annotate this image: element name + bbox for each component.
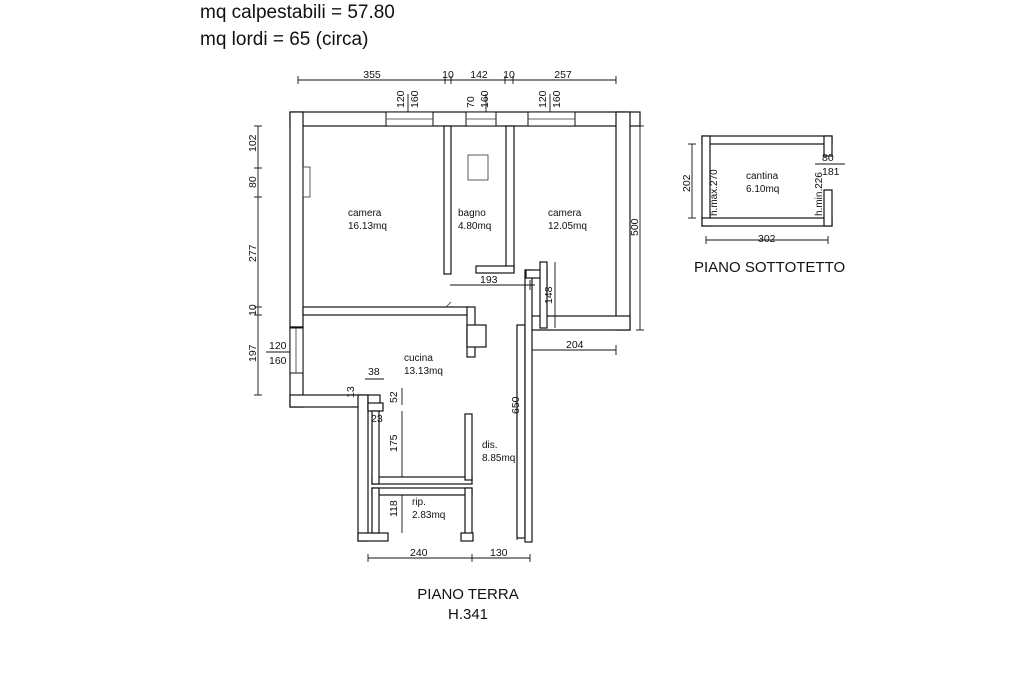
cantina-hmin: h.min.226 [814,172,825,216]
room-dis-name: dis. [482,440,498,451]
cantina-dim-302: 302 [758,233,776,245]
window-dim-160-b: 160 [479,90,491,108]
room-cucina-name: cucina [404,353,433,364]
dim-118: 118 [388,500,400,517]
dim-102: 102 [247,134,259,152]
dim-80: 80 [247,176,259,188]
left-window-120: 120 [269,340,287,352]
cantina-plan [688,135,845,244]
dim-277: 277 [247,244,259,262]
dim-500: 500 [629,218,641,236]
dim-148: 148 [543,286,555,304]
dim-193: 193 [480,274,498,286]
lordi-area: mq lordi = 65 (circa) [200,29,369,50]
room-dis-area: 8.85mq [482,453,515,464]
piano-terra-title: PIANO TERRA [417,586,519,603]
dimension-lines [254,76,644,562]
left-window-160: 160 [269,355,287,367]
cantina-dim-80: 80 [822,152,834,164]
room-cantina-area: 6.10mq [746,184,779,195]
calpestabili-area: mq calpestabili = 57.80 [200,2,395,23]
dim-23: 23 [371,413,383,425]
piano-sottotetto-title: PIANO SOTTOTETTO [694,259,846,276]
dim-10-left: 10 [247,304,259,316]
window-dim-160-a: 160 [409,90,421,108]
room-rip-area: 2.83mq [412,510,445,521]
window-dim-120-b: 120 [537,90,549,108]
dim-175: 175 [388,434,400,452]
main-plan-walls [289,111,641,543]
dim-142: 142 [470,69,488,81]
room-cantina-name: cantina [746,171,779,182]
room-camera-right-name: camera [548,208,582,219]
room-bagno-name: bagno [458,208,486,219]
window-dim-120-a: 120 [395,90,407,108]
dim-52: 52 [388,391,400,403]
room-camera-right-area: 12.05mq [548,221,587,232]
dim-10-a: 10 [442,69,454,81]
cantina-dim-181: 181 [822,166,840,178]
windows [289,111,576,374]
room-cucina-area: 13.13mq [404,366,443,377]
dim-355: 355 [363,69,381,81]
height-label: H.341 [447,606,489,623]
room-bagno-area: 4.80mq [458,221,491,232]
dim-197: 197 [247,344,259,362]
dim-38: 38 [368,366,380,378]
room-rip-name: rip. [412,497,426,508]
dim-650: 650 [510,396,522,414]
dim-130: 130 [490,547,508,559]
window-dim-160-c: 160 [551,90,563,108]
dim-240: 240 [410,547,428,559]
window-dim-70: 70 [465,96,477,108]
dim-10-b: 10 [503,69,515,81]
dim-13: 13 [345,386,357,398]
room-camera-left-name: camera [348,208,382,219]
dim-257: 257 [554,69,572,81]
cantina-dim-202: 202 [681,174,693,192]
room-camera-left-area: 16.13mq [348,221,387,232]
dim-204: 204 [566,339,584,351]
cantina-hmax: h.max.270 [709,169,720,216]
